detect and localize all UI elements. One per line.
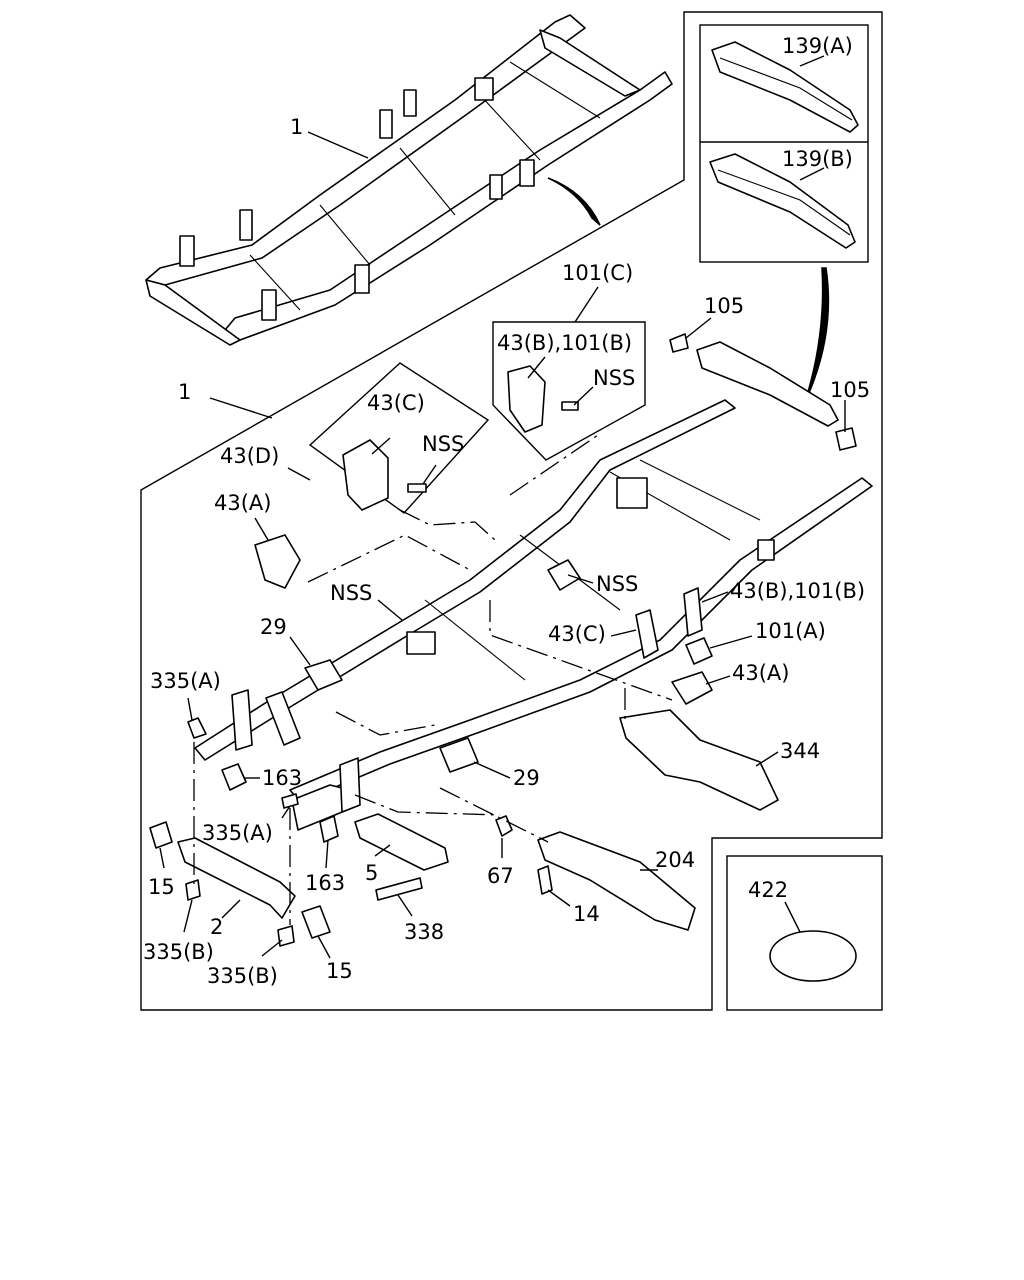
bracket-center-post-shape	[339, 757, 361, 813]
label-part-14: 14	[573, 902, 600, 926]
label-bracket-43a-left: 43(A)	[214, 491, 271, 515]
label-nss-center: NSS	[330, 581, 372, 605]
label-part-15-left: 15	[148, 875, 175, 899]
leader-lines	[159, 55, 846, 959]
label-bracket-43d: 43(D)	[220, 444, 279, 468]
bracket-43a-left-shape	[254, 534, 301, 589]
part-335b-mid-shape	[277, 925, 295, 947]
label-part-15-right: 15	[326, 959, 353, 983]
bracket-43b-right-shape	[683, 587, 703, 637]
nss-top-pin	[561, 401, 579, 411]
label-part-335b-mid: 335(B)	[207, 964, 278, 988]
bracket-nss-center-shape	[547, 559, 581, 591]
part-15-right-shape	[301, 905, 331, 939]
label-part-338: 338	[404, 920, 444, 944]
part-labels: 1 139(A) 139(B) 101(C) 43(B),101(B) NSS …	[143, 34, 870, 988]
label-part-67: 67	[487, 864, 514, 888]
label-part-29-center: 29	[513, 766, 540, 790]
label-crossmember-a: 139(A)	[782, 34, 853, 58]
part-2-crossbar-shape	[177, 837, 296, 919]
assembled-frame-illustration	[145, 14, 673, 346]
part-14-bolt-shape	[537, 865, 553, 895]
part-15-left-shape	[149, 821, 173, 849]
part-67-nut-shape	[495, 815, 513, 837]
bracket-29-left-shape	[304, 659, 343, 691]
label-part-163-mid: 163	[305, 871, 345, 895]
bracket-43c-center-shape	[635, 609, 659, 659]
part-105-right-shape	[835, 427, 857, 451]
label-bracket-43b-101b-right: 43(B),101(B)	[730, 579, 865, 603]
label-bracket-101c: 101(C)	[562, 261, 633, 285]
part-105-top-shape	[669, 333, 689, 353]
label-nss-right: NSS	[596, 572, 638, 596]
nss-box-pin	[407, 483, 427, 493]
label-nss-box: NSS	[422, 432, 464, 456]
main-frame-outline	[140, 11, 883, 1011]
label-bracket-43c-center: 43(C)	[548, 622, 606, 646]
part-338-bolt-shape	[375, 877, 423, 901]
label-bracket-43c-box: 43(C)	[367, 391, 425, 415]
bracket-43b-101b-top-shape	[507, 365, 546, 433]
detail-arrow-top	[547, 177, 601, 226]
part-163-mid-shape	[319, 815, 339, 843]
label-part-105-right: 105	[830, 378, 870, 402]
label-part-422: 422	[748, 878, 788, 902]
part-335a-mid-shape	[281, 793, 299, 809]
detail-arrow-right	[804, 267, 830, 403]
crossmember-inset-box	[699, 24, 869, 263]
part-422-disc-shape	[769, 930, 857, 982]
part-344-shape	[619, 709, 779, 811]
label-part-29-left: 29	[260, 615, 287, 639]
part-5-shape	[354, 813, 449, 871]
label-part-335b-left: 335(B)	[143, 940, 214, 964]
bracket-101c-callout-box	[492, 321, 646, 461]
crossmember-139b-illustration	[709, 153, 856, 249]
bracket-29-center-shape	[439, 737, 479, 773]
part-204-shape	[537, 831, 696, 931]
label-part-204: 204	[655, 848, 695, 872]
crossmember-right-shape	[696, 341, 839, 427]
label-part-105-top: 105	[704, 294, 744, 318]
label-part-344: 344	[780, 739, 820, 763]
bracket-101a-shape	[685, 637, 713, 665]
bracket-43a-right-shape	[671, 671, 713, 705]
assembly-centre-lines	[193, 434, 673, 925]
label-part-2: 2	[210, 915, 223, 939]
label-crossmember-b: 139(B)	[782, 147, 853, 171]
label-bracket-43b-101b-top: 43(B),101(B)	[497, 331, 632, 355]
bracket-43c-box-shape	[342, 439, 389, 511]
label-frame-main: 1	[178, 380, 191, 404]
label-part-163-left: 163	[262, 766, 302, 790]
label-part-5: 5	[365, 861, 378, 885]
label-frame-top: 1	[290, 115, 303, 139]
part-422-box	[726, 855, 883, 1011]
label-nss-top: NSS	[593, 366, 635, 390]
label-part-335a-mid: 335(A)	[202, 821, 273, 845]
label-bracket-43a-right: 43(A)	[732, 661, 789, 685]
part-335a-top-shape	[187, 717, 207, 739]
label-part-335a-top: 335(A)	[150, 669, 221, 693]
part-335b-left-shape	[185, 879, 201, 901]
part-163-left-shape	[221, 763, 247, 791]
crossmember-139a-illustration	[711, 41, 859, 133]
label-bracket-101a: 101(A)	[755, 619, 826, 643]
